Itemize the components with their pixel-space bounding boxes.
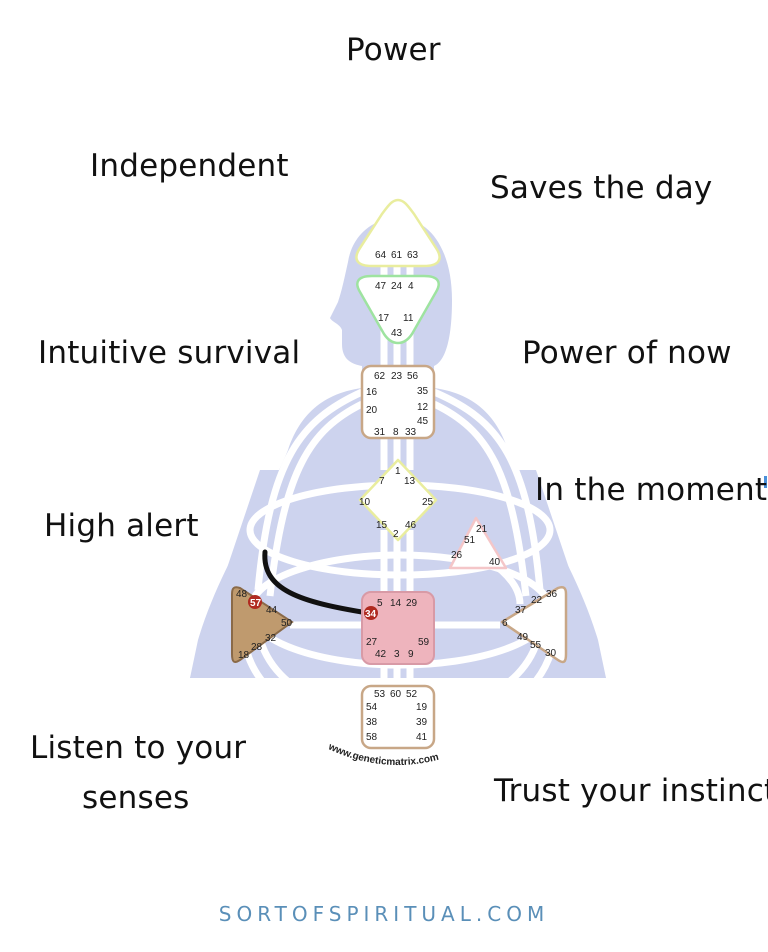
gate-number: 29 <box>406 598 418 609</box>
gate-number: 45 <box>417 416 429 427</box>
label-intuitive-survival: Intuitive survival <box>38 335 301 371</box>
solar-plexus-center <box>500 586 568 664</box>
spleen-center <box>231 586 294 663</box>
gate-number: 35 <box>417 386 429 397</box>
label-independent: Independent <box>90 148 289 184</box>
gate-number: 32 <box>265 633 277 644</box>
gate-number: 56 <box>407 371 419 382</box>
gate-number: 25 <box>422 497 434 508</box>
label-in-the-moment: In the moment <box>535 472 768 508</box>
edge-mark <box>764 476 767 488</box>
gate-number: 52 <box>406 689 418 700</box>
gate-number: 43 <box>391 328 403 339</box>
gate-number: 26 <box>451 550 463 561</box>
gate-number: 40 <box>489 557 501 568</box>
gate-number: 46 <box>405 520 417 531</box>
gate-numbers: 64 61 63 47 24 4 17 11 43 62 23 56 16 35… <box>236 250 558 743</box>
gate-number: 8 <box>393 427 399 438</box>
gate-number: 62 <box>374 371 386 382</box>
g-center <box>358 458 438 542</box>
gate-number: 20 <box>366 405 378 416</box>
gate-number: 39 <box>416 717 428 728</box>
gate-number: 59 <box>418 637 430 648</box>
gate-number: 3 <box>394 649 400 660</box>
gate-number: 42 <box>375 649 387 660</box>
gate-number: 54 <box>366 702 378 713</box>
heart-center <box>448 516 508 570</box>
gate-number: 12 <box>417 402 429 413</box>
gate-number: 22 <box>531 595 543 606</box>
gate-number: 16 <box>366 387 378 398</box>
gate-number: 53 <box>374 689 386 700</box>
gate-34-dot <box>364 606 378 620</box>
gate-number: 15 <box>376 520 388 531</box>
gate-number: 31 <box>374 427 386 438</box>
label-power-of-now: Power of now <box>522 335 732 371</box>
gate-number: 57 <box>250 598 262 609</box>
gate-number: 55 <box>530 640 542 651</box>
gate-number: 17 <box>378 313 390 324</box>
gate-number: 51 <box>464 535 476 546</box>
gate-number: 14 <box>390 598 402 609</box>
gate-number: 30 <box>545 648 557 659</box>
gate-number: 10 <box>359 497 371 508</box>
label-high-alert: High alert <box>44 508 199 544</box>
gate-number: 60 <box>390 689 402 700</box>
gate-number: 48 <box>236 589 248 600</box>
gate-number: 49 <box>517 632 529 643</box>
gate-number: 58 <box>366 732 378 743</box>
gate-number: 5 <box>377 598 383 609</box>
label-trust-your-instinct: Trust your instinct <box>494 773 768 809</box>
gate-number: 1 <box>395 466 401 477</box>
gate-number: 13 <box>404 476 416 487</box>
gate-number: 6 <box>502 618 508 629</box>
gate-number: 61 <box>391 250 403 261</box>
label-power: Power <box>346 32 441 68</box>
gate-number: 38 <box>366 717 378 728</box>
gate-number: 36 <box>546 589 558 600</box>
gate-number: 24 <box>391 281 403 292</box>
gate-number: 7 <box>379 476 385 487</box>
gate-57-dot <box>248 595 262 609</box>
root-center <box>360 684 436 750</box>
gate-number: 19 <box>416 702 428 713</box>
gate-number: 21 <box>476 524 488 535</box>
gate-number: 4 <box>408 281 414 292</box>
head-center <box>355 198 441 268</box>
highlighted-channel-57-34 <box>262 549 371 616</box>
gate-number: 27 <box>366 637 378 648</box>
gate-number: 64 <box>375 250 387 261</box>
label-listen-line1: Listen to your <box>30 730 247 766</box>
gate-number: 44 <box>266 605 278 616</box>
gate-number: 41 <box>416 732 428 743</box>
footer-site-name: SORTOFSPIRITUAL.COM <box>218 902 550 926</box>
label-listen-line2: senses <box>82 780 190 816</box>
gate-number: 47 <box>375 281 387 292</box>
gate-number: 63 <box>407 250 419 261</box>
gate-number: 37 <box>515 605 527 616</box>
gate-number: 50 <box>281 618 293 629</box>
ajna-center <box>356 274 440 345</box>
gate-number: 11 <box>403 313 414 324</box>
gate-number: 28 <box>251 642 263 653</box>
sacral-center <box>361 591 435 665</box>
gate-number: 9 <box>408 649 414 660</box>
gate-number: 23 <box>391 371 403 382</box>
gate-number: 34 <box>365 609 377 620</box>
gate-number: 2 <box>393 529 399 540</box>
label-saves-the-day: Saves the day <box>490 170 713 206</box>
gate-number: 18 <box>238 650 250 661</box>
gate-number: 33 <box>405 427 417 438</box>
throat-center <box>360 364 436 440</box>
